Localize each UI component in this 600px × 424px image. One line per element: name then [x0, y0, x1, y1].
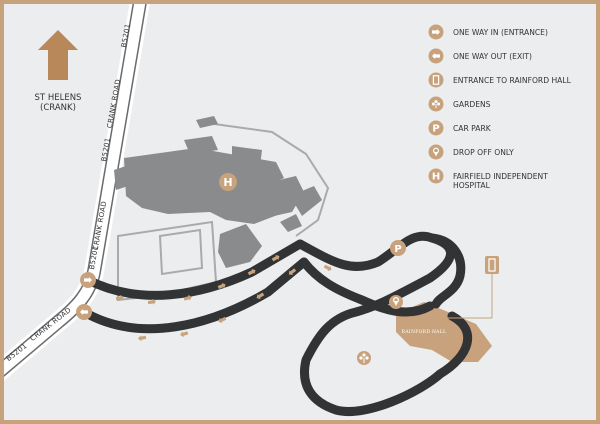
legend-item: ONE WAY OUT (EXIT)	[428, 48, 532, 64]
legend-label: FAIRFIELD INDEPENDENT	[453, 172, 548, 181]
flow-arrow	[183, 294, 192, 301]
flow-arrow	[180, 331, 189, 338]
one-way-in-icon	[428, 24, 444, 40]
legend-label: CAR PARK	[453, 124, 492, 133]
legend-label: GARDENS	[453, 100, 491, 109]
legend-item: ENTRANCE TO RAINFORD HALL	[428, 72, 572, 88]
legend-label: ONE WAY OUT (EXIT)	[453, 52, 532, 61]
legend-label-line2: HOSPITAL	[453, 181, 491, 190]
legend-label: ONE WAY IN (ENTRANCE)	[453, 28, 548, 37]
hospital-buildings	[114, 116, 322, 268]
car-park-marker[interactable]: P	[390, 240, 406, 256]
flow-arrow	[247, 268, 256, 276]
arrow-up-icon	[38, 30, 78, 80]
crank-road	[4, 4, 150, 381]
legend-icon-letter: P	[432, 124, 439, 135]
legend-item: GARDENS	[428, 96, 491, 112]
map-legend: ONE WAY IN (ENTRANCE) ONE WAY OUT (EXIT) E…	[428, 24, 572, 190]
rainford-hall-label: RAINFORD HALL	[402, 329, 447, 335]
one-way-out-icon[interactable]	[76, 304, 92, 320]
flow-arrow	[288, 268, 297, 275]
legend-item: P CAR PARK	[428, 120, 492, 136]
flow-arrow	[218, 316, 227, 324]
map-pin-icon	[428, 144, 444, 160]
flow-arrow	[115, 294, 124, 301]
one-way-out-icon	[428, 48, 444, 64]
flower-icon	[428, 96, 444, 112]
legend-label: ENTRANCE TO RAINFORD HALL	[453, 76, 572, 85]
svg-text:H: H	[223, 176, 232, 189]
car-park-icon: P	[428, 120, 444, 136]
hospital-marker[interactable]: H	[219, 173, 237, 191]
flow-arrow	[256, 292, 265, 300]
destination-label: ST HELENS	[35, 93, 82, 103]
legend-item: ONE WAY IN (ENTRANCE)	[428, 24, 548, 40]
legend-icon-letter: H	[432, 172, 440, 183]
svg-text:P: P	[394, 244, 401, 255]
flow-arrow	[147, 298, 156, 305]
hospital-icon: H	[428, 168, 444, 184]
flow-arrow	[271, 254, 280, 262]
flower-icon[interactable]	[357, 351, 371, 365]
one-way-in-icon[interactable]	[80, 272, 96, 288]
flow-arrow	[323, 264, 332, 272]
map-pin-icon[interactable]	[389, 295, 403, 309]
door-icon	[428, 72, 444, 88]
flow-arrow	[138, 335, 147, 342]
door-icon[interactable]	[485, 256, 499, 274]
legend-label: DROP OFF ONLY	[453, 148, 514, 157]
traffic-flow-arrows	[115, 254, 332, 342]
destination-sublabel: (CRANK)	[40, 103, 76, 113]
legend-item: DROP OFF ONLY	[428, 144, 514, 160]
flow-arrow	[217, 282, 226, 289]
